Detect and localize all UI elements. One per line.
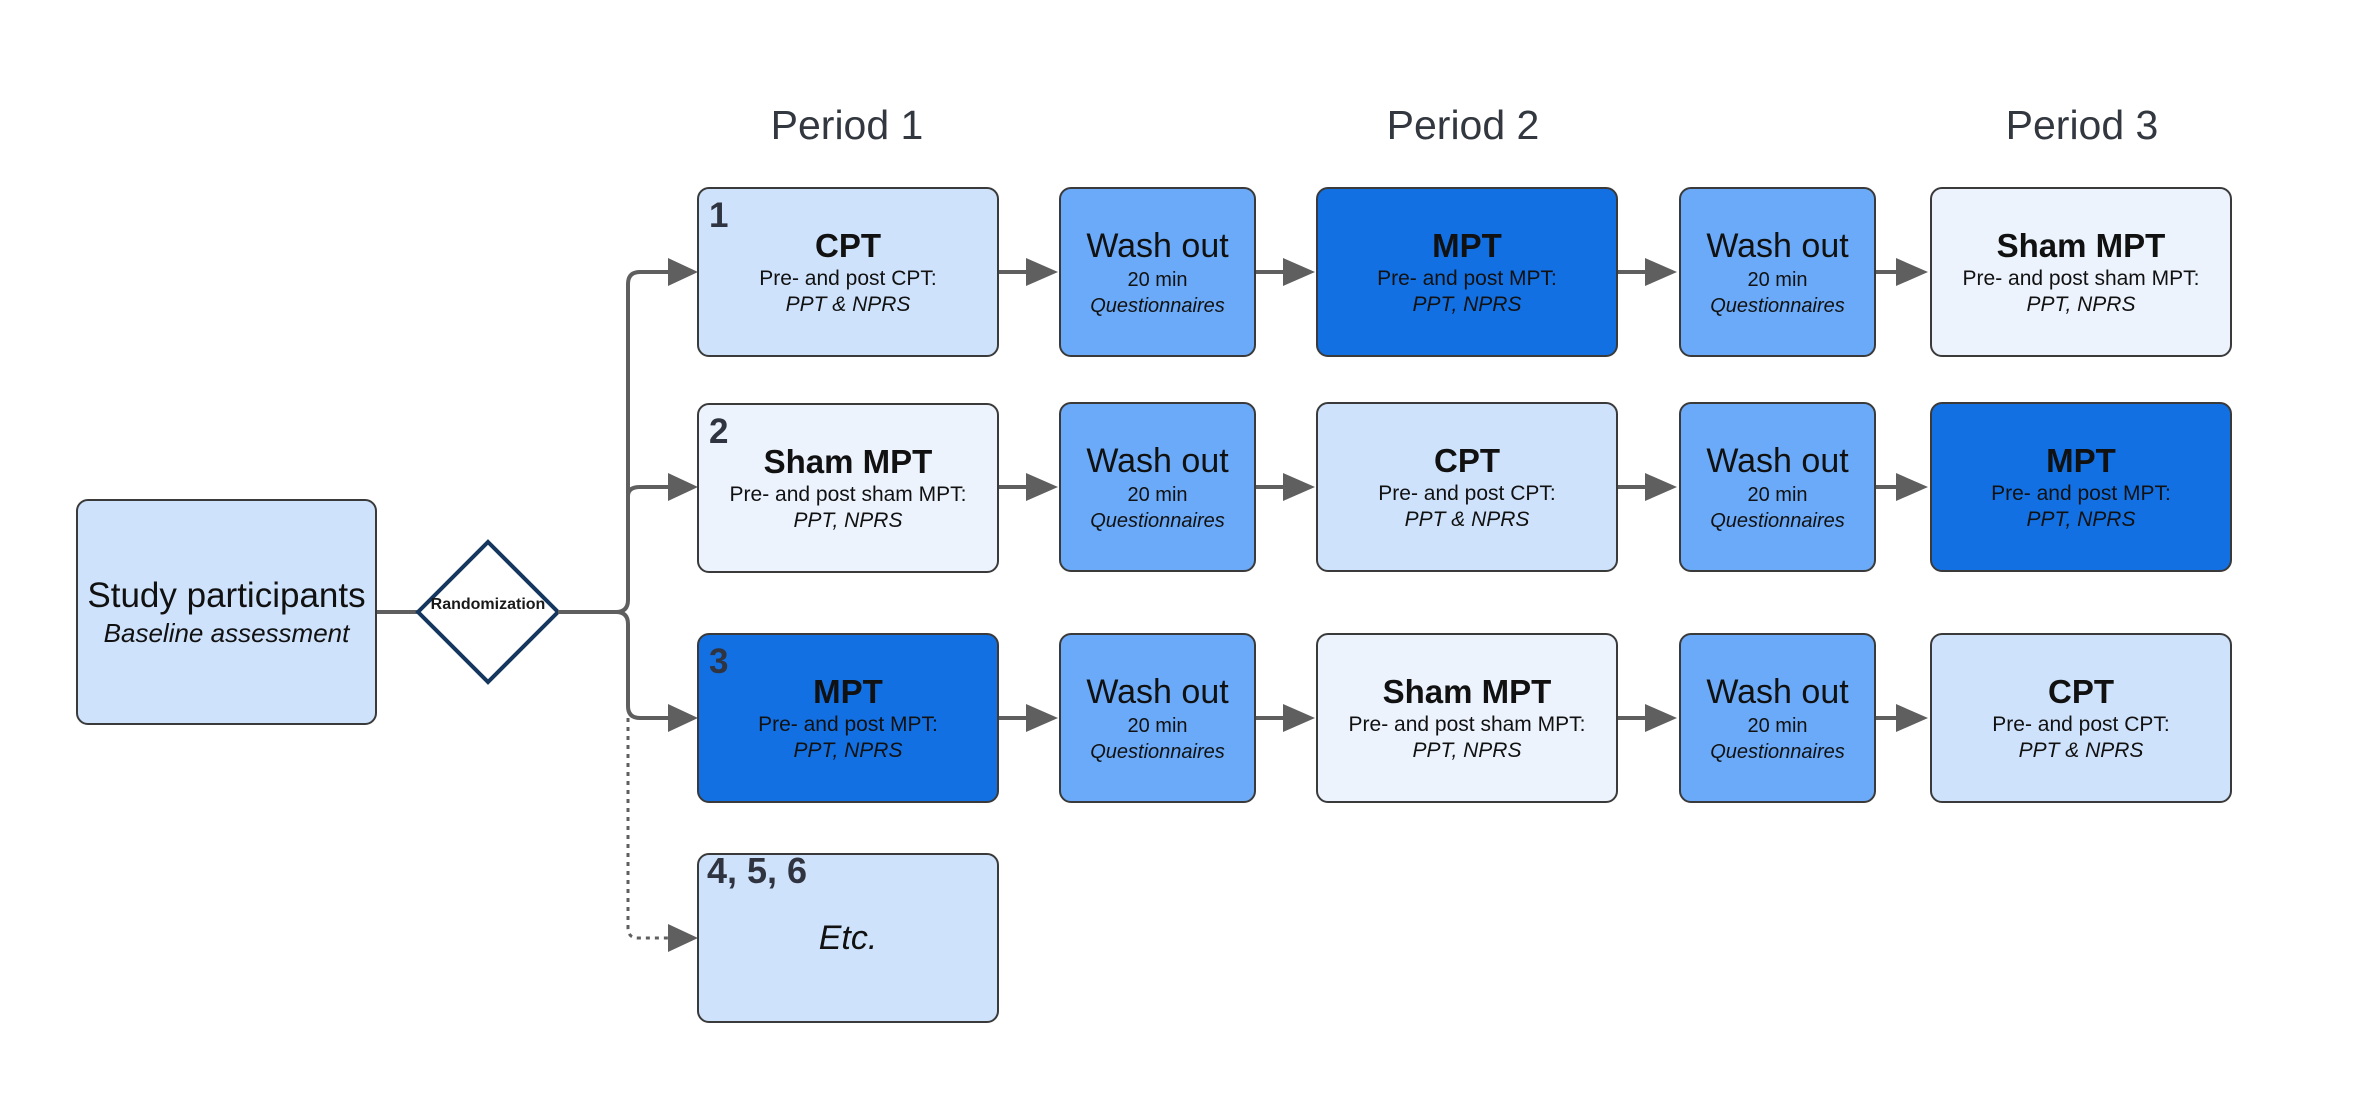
treatment-title: Sham MPT	[763, 443, 933, 480]
row2-washout1-box: Wash out 20 min Questionnaires	[1059, 402, 1256, 572]
sequence-number: 3	[709, 642, 729, 681]
treatment-line1: Pre- and post MPT:	[758, 713, 938, 736]
etc-sequences-box: 4, 5, 6 Etc.	[697, 850, 999, 1023]
arrowhead-row2	[668, 473, 698, 501]
treatment-line2: PPT, NPRS	[1412, 739, 1522, 762]
treatment-title: MPT	[1432, 227, 1502, 264]
treatment-line2: PPT, NPRS	[2026, 293, 2136, 316]
row1-arrowhead-1	[1026, 258, 1058, 286]
row1-period1-box: 1 CPT Pre- and post CPT: PPT & NPRS	[697, 187, 999, 357]
washout-line1: 20 min	[1747, 715, 1808, 737]
treatment-line1: Pre- and post CPT:	[1992, 713, 2170, 736]
treatment-title: CPT	[815, 227, 881, 264]
washout-line1: 20 min	[1747, 484, 1808, 506]
treatment-title: Sham MPT	[1382, 673, 1552, 710]
washout-line1: 20 min	[1747, 269, 1808, 291]
treatment-line2: PPT & NPRS	[785, 293, 911, 316]
washout-line1: 20 min	[1127, 484, 1188, 506]
row2-period3-box: MPT Pre- and post MPT: PPT, NPRS	[1930, 402, 2232, 572]
start-title: Study participants	[87, 576, 366, 615]
washout-line2: Questionnaires	[1710, 295, 1845, 317]
row2-arrowhead-4	[1896, 473, 1928, 501]
washout-title: Wash out	[1706, 442, 1849, 480]
treatment-title: CPT	[1434, 442, 1500, 479]
period-3-header: Period 3	[2005, 102, 2159, 148]
treatment-line2: PPT, NPRS	[793, 509, 903, 532]
arrowhead-row3	[668, 704, 698, 732]
row2-period2-box: CPT Pre- and post CPT: PPT & NPRS	[1316, 402, 1618, 572]
randomization-diamond	[415, 539, 561, 685]
row3-arrowhead-2	[1283, 704, 1315, 732]
start-subtitle: Baseline assessment	[103, 618, 350, 648]
sequence-number: 1	[709, 196, 729, 235]
washout-title: Wash out	[1086, 442, 1229, 480]
row2-arrowhead-2	[1283, 473, 1315, 501]
arrowhead-etc	[668, 924, 698, 952]
row1-washout1-box: Wash out 20 min Questionnaires	[1059, 187, 1256, 357]
row1-arrowhead-3	[1645, 258, 1677, 286]
row3-washout1-box: Wash out 20 min Questionnaires	[1059, 633, 1256, 803]
washout-title: Wash out	[1706, 673, 1849, 711]
row1-period3-box: Sham MPT Pre- and post sham MPT: PPT, NP…	[1930, 187, 2232, 357]
washout-title: Wash out	[1086, 227, 1229, 265]
arrowhead-row1	[668, 258, 698, 286]
washout-title: Wash out	[1086, 673, 1229, 711]
row3-arrowhead-4	[1896, 704, 1928, 732]
treatment-line2: PPT, NPRS	[1412, 293, 1522, 316]
treatment-line2: PPT, NPRS	[793, 739, 903, 762]
washout-line2: Questionnaires	[1090, 741, 1225, 763]
row2-washout2-box: Wash out 20 min Questionnaires	[1679, 402, 1876, 572]
washout-line2: Questionnaires	[1090, 510, 1225, 532]
row1-period2-box: MPT Pre- and post MPT: PPT, NPRS	[1316, 187, 1618, 357]
washout-line2: Questionnaires	[1710, 741, 1845, 763]
treatment-title: CPT	[2048, 673, 2114, 710]
treatment-line1: Pre- and post sham MPT:	[729, 483, 967, 506]
washout-line2: Questionnaires	[1710, 510, 1845, 532]
branch-row2-connector	[626, 485, 672, 500]
row1-arrowhead-2	[1283, 258, 1315, 286]
treatment-line1: Pre- and post MPT:	[1377, 267, 1557, 290]
sequence-number: 4, 5, 6	[707, 850, 808, 891]
row3-arrowhead-1	[1026, 704, 1058, 732]
branch-etc-connector	[626, 718, 672, 940]
row2-arrowhead-3	[1645, 473, 1677, 501]
row3-period1-box: 3 MPT Pre- and post MPT: PPT, NPRS	[697, 633, 999, 803]
treatment-title: MPT	[2046, 442, 2116, 479]
period-1-header: Period 1	[770, 102, 924, 148]
row3-period3-box: CPT Pre- and post CPT: PPT & NPRS	[1930, 633, 2232, 803]
row3-period2-box: Sham MPT Pre- and post sham MPT: PPT, NP…	[1316, 633, 1618, 803]
row3-arrowhead-3	[1645, 704, 1677, 732]
row3-washout2-box: Wash out 20 min Questionnaires	[1679, 633, 1876, 803]
washout-line2: Questionnaires	[1090, 295, 1225, 317]
row1-washout2-box: Wash out 20 min Questionnaires	[1679, 187, 1876, 357]
branch-row3-connector	[615, 610, 672, 720]
branch-trunk-connector	[558, 270, 672, 614]
sequence-number: 2	[709, 412, 729, 451]
treatment-line2: PPT & NPRS	[1404, 508, 1530, 531]
treatment-line1: Pre- and post CPT:	[759, 267, 937, 290]
period-2-header: Period 2	[1386, 102, 1540, 148]
randomization-label: Randomization	[430, 596, 546, 613]
washout-line1: 20 min	[1127, 715, 1188, 737]
treatment-line1: Pre- and post MPT:	[1991, 482, 2171, 505]
row2-arrowhead-1	[1026, 473, 1058, 501]
study-participants-box: Study participants Baseline assessment	[76, 499, 377, 725]
row1-arrowhead-4	[1896, 258, 1928, 286]
treatment-title: MPT	[813, 673, 883, 710]
washout-title: Wash out	[1706, 227, 1849, 265]
treatment-line2: PPT, NPRS	[2026, 508, 2136, 531]
treatment-line2: PPT & NPRS	[2018, 739, 2144, 762]
row2-period1-box: 2 Sham MPT Pre- and post sham MPT: PPT, …	[697, 403, 999, 573]
treatment-line1: Pre- and post CPT:	[1378, 482, 1556, 505]
treatment-line1: Pre- and post sham MPT:	[1962, 267, 2200, 290]
washout-line1: 20 min	[1127, 269, 1188, 291]
etc-text: Etc.	[818, 918, 878, 957]
treatment-line1: Pre- and post sham MPT:	[1348, 713, 1586, 736]
treatment-title: Sham MPT	[1996, 227, 2166, 264]
